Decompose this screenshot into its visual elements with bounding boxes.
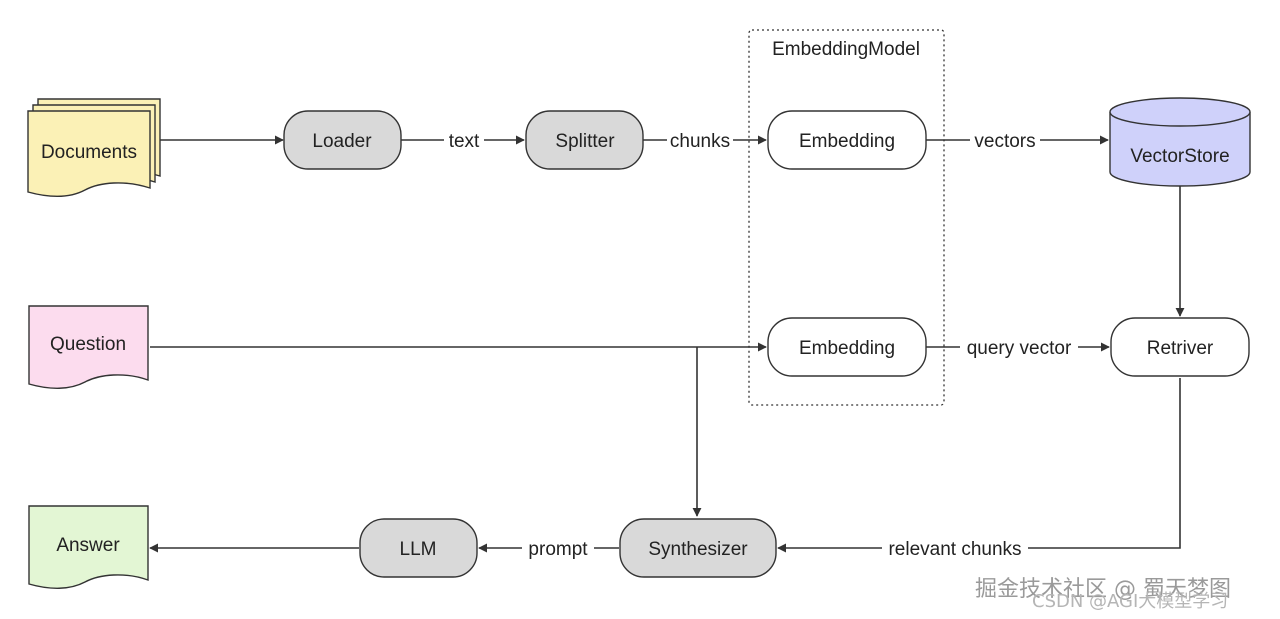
node-answer: Answer bbox=[28, 505, 149, 589]
node-label-splitter: Splitter bbox=[555, 131, 615, 152]
node-label-retriver: Retriver bbox=[1147, 338, 1214, 359]
node-label-loader: Loader bbox=[312, 131, 372, 152]
node-retriver: Retriver bbox=[1110, 317, 1250, 377]
node-embedding-docs: Embedding bbox=[767, 110, 927, 170]
node-label-documents: Documents bbox=[41, 142, 137, 163]
edge-labels: text chunks vectors query vector prompt … bbox=[444, 128, 1078, 560]
node-vectorstore: VectorStore bbox=[1109, 97, 1251, 187]
embedding-model-group: EmbeddingModel bbox=[748, 29, 945, 406]
edge-label-query-vector: query vector bbox=[967, 338, 1072, 359]
node-label-embedding-query: Embedding bbox=[799, 338, 895, 359]
node-llm: LLM bbox=[359, 518, 478, 578]
edge-retriver-synthesizer bbox=[777, 378, 1181, 553]
node-label-vectorstore: VectorStore bbox=[1130, 146, 1229, 167]
edge-label-text: text bbox=[449, 131, 480, 152]
node-documents: Documents bbox=[27, 98, 161, 197]
watermark-line-1: 掘金技术社区 @ 蜀天梦图 bbox=[975, 577, 1231, 602]
node-label-synthesizer: Synthesizer bbox=[648, 539, 748, 560]
watermark: 掘金技术社区 @ 蜀天梦图 CSDN @AGI大模型学习 bbox=[975, 577, 1231, 612]
node-label-llm: LLM bbox=[400, 539, 437, 560]
node-label-answer: Answer bbox=[56, 535, 120, 556]
node-question: Question bbox=[28, 305, 149, 389]
edge-label-relevant-chunks: relevant chunks bbox=[888, 539, 1021, 560]
node-embedding-query: Embedding bbox=[767, 317, 927, 377]
edge-label-vectors: vectors bbox=[974, 131, 1035, 152]
node-label-embedding-docs: Embedding bbox=[799, 131, 895, 152]
watermark-line-2: CSDN @AGI大模型学习 bbox=[1032, 591, 1228, 612]
node-splitter: Splitter bbox=[525, 110, 644, 170]
node-loader: Loader bbox=[283, 110, 402, 170]
node-synthesizer: Synthesizer bbox=[619, 518, 777, 578]
edge-label-chunks: chunks bbox=[670, 131, 730, 152]
embedding-model-label: EmbeddingModel bbox=[772, 39, 920, 60]
edge-label-prompt: prompt bbox=[528, 539, 588, 560]
node-label-question: Question bbox=[50, 334, 126, 355]
